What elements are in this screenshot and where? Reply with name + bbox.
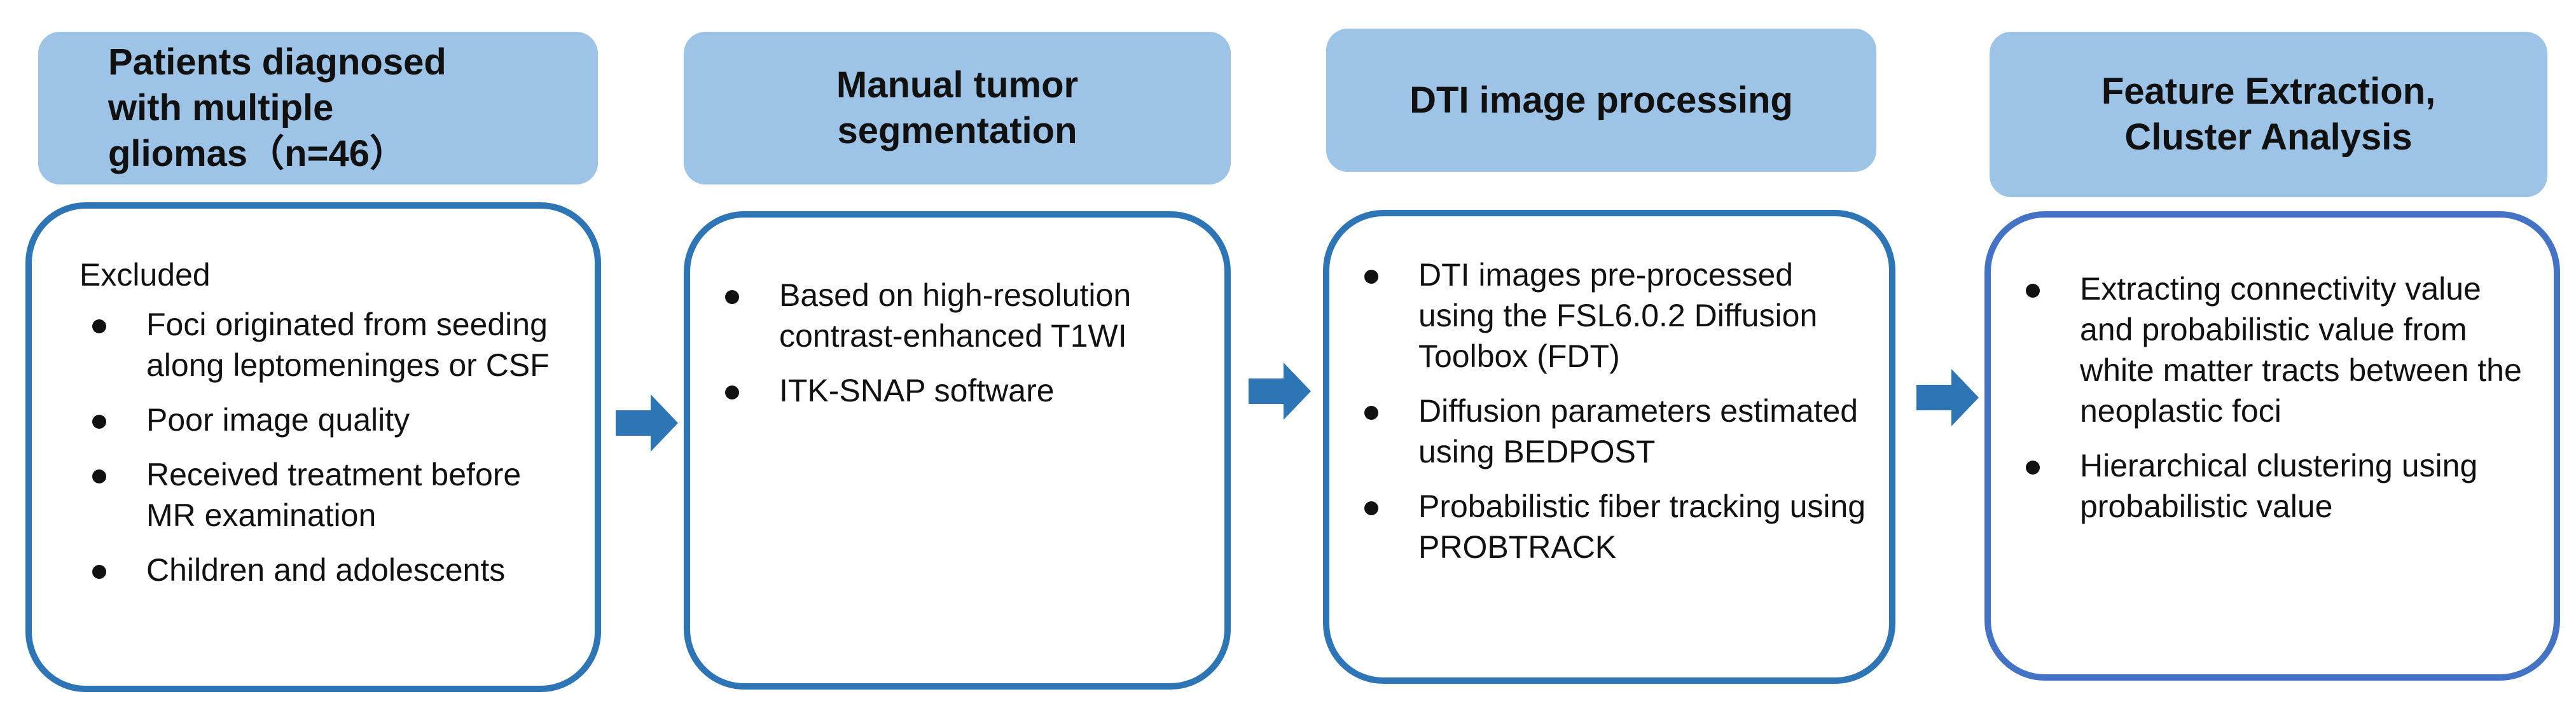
step-3-card: DTI images pre-processed using the FSL6.… — [1323, 210, 1895, 684]
bullet-icon — [725, 290, 739, 304]
right-arrow-icon — [1249, 363, 1311, 420]
step-1-header: Patients diagnosed with multiple gliomas… — [38, 32, 598, 184]
step-1-card: Excluded Foci originated from seeding al… — [25, 202, 601, 692]
feature-extraction-list: Extracting connectivity value and probab… — [2013, 268, 2531, 527]
bullet-icon — [92, 415, 106, 429]
list-item: Poor image quality — [80, 399, 576, 440]
bullet-icon — [725, 385, 739, 399]
list-item: Probabilistic fiber tracking using PROBT… — [1352, 486, 1870, 567]
bullet-icon — [92, 565, 106, 579]
step-2-header: Manual tumor segmentation — [684, 32, 1231, 184]
bullet-icon — [92, 469, 106, 483]
bullet-icon — [92, 319, 106, 333]
list-item: DTI images pre-processed using the FSL6.… — [1352, 254, 1870, 377]
step-2-card: Based on high-resolution contrast-enhanc… — [684, 211, 1231, 690]
exclusion-list: Foci originated from seeding along lepto… — [80, 304, 576, 590]
step-3-header: DTI image processing — [1326, 29, 1876, 172]
bullet-icon — [1364, 406, 1378, 420]
list-item: Foci originated from seeding along lepto… — [80, 304, 576, 385]
list-item: Children and adolescents — [80, 550, 576, 590]
list-item: Hierarchical clustering using probabilis… — [2013, 445, 2531, 527]
bullet-icon — [2026, 284, 2040, 298]
bullet-icon — [1364, 270, 1378, 284]
step-4-card: Extracting connectivity value and probab… — [1984, 211, 2560, 681]
list-item: ITK-SNAP software — [712, 370, 1205, 411]
right-arrow-icon — [616, 394, 678, 452]
dti-processing-list: DTI images pre-processed using the FSL6.… — [1352, 254, 1870, 567]
list-item: Based on high-resolution contrast-enhanc… — [712, 275, 1205, 356]
bullet-icon — [2026, 461, 2040, 475]
step-4-header: Feature Extraction, Cluster Analysis — [1990, 32, 2547, 197]
right-arrow-icon — [1916, 369, 1979, 426]
bullet-icon — [1364, 501, 1378, 515]
exclusion-heading: Excluded — [80, 257, 211, 293]
list-item: Extracting connectivity value and probab… — [2013, 268, 2531, 431]
segmentation-list: Based on high-resolution contrast-enhanc… — [712, 275, 1205, 411]
list-item: Received treatment before MR examination — [80, 454, 576, 536]
list-item: Diffusion parameters estimated using BED… — [1352, 391, 1870, 472]
